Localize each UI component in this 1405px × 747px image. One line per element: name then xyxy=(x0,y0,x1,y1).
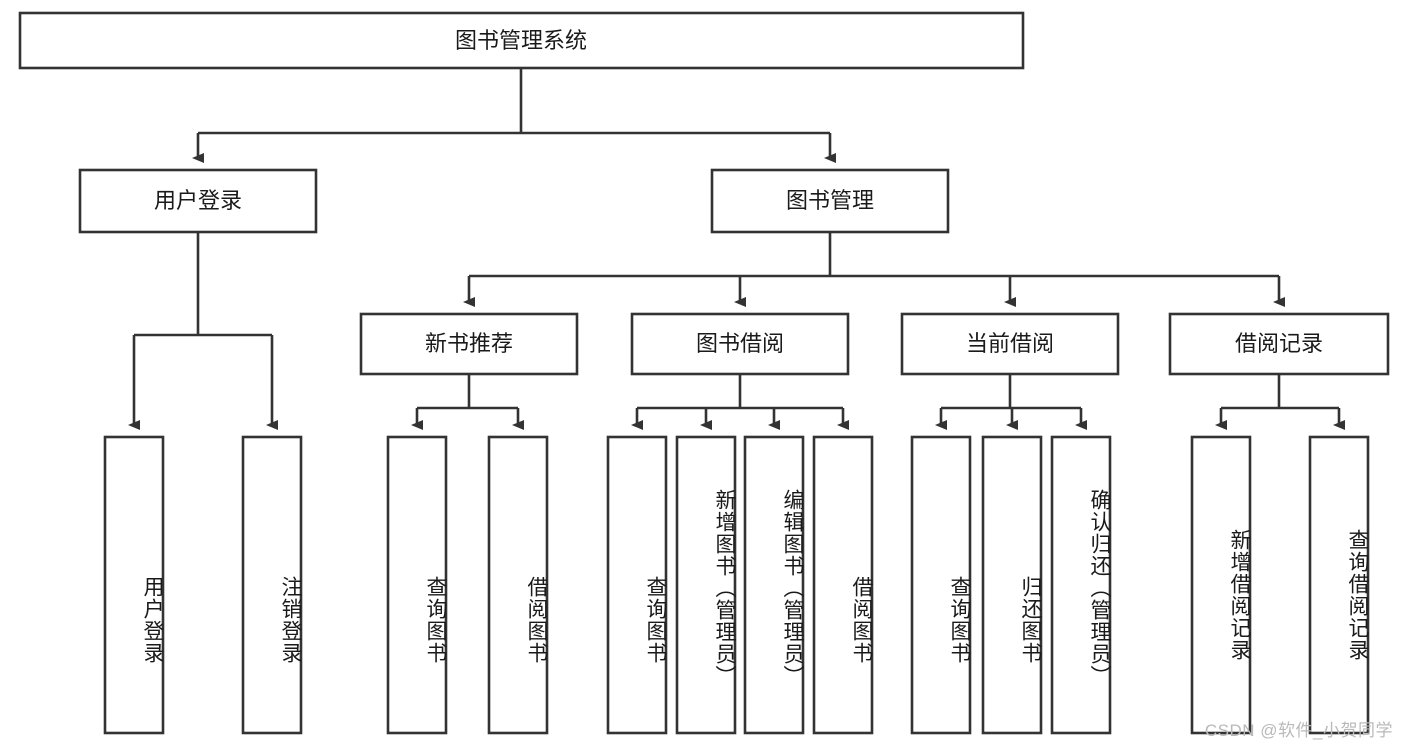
node-book-management-label: 图书管理 xyxy=(786,188,874,213)
leaf-borrow-book-2-box[interactable] xyxy=(812,435,874,735)
connector-group-borrow-records-to-leaves xyxy=(1215,374,1345,430)
node-book-borrow-box[interactable] xyxy=(630,312,850,376)
node-borrow-records-label: 借阅记录 xyxy=(1235,331,1323,356)
node-borrow-records[interactable]: 借阅记录 xyxy=(1168,312,1390,376)
leaf-borrow-book-1-box[interactable] xyxy=(487,435,549,735)
connector-group-book-management-to-level3 xyxy=(463,232,1285,307)
node-root[interactable]: 图书管理系统 xyxy=(18,11,1025,70)
leaf-boxes xyxy=(103,435,1370,735)
node-new-book-recommend-label: 新书推荐 xyxy=(425,331,513,356)
node-current-borrow-label: 当前借阅 xyxy=(966,331,1054,356)
node-borrow-records-box[interactable] xyxy=(1168,312,1390,376)
node-user-login-box[interactable] xyxy=(78,168,318,234)
leaf-add-record-box[interactable] xyxy=(1190,435,1252,735)
node-new-book-recommend[interactable]: 新书推荐 xyxy=(359,312,579,376)
node-root-box[interactable] xyxy=(18,11,1025,70)
node-current-borrow-box[interactable] xyxy=(900,312,1120,376)
node-new-book-recommend-box[interactable] xyxy=(359,312,579,376)
leaf-edit-book-box[interactable] xyxy=(743,435,805,735)
leaf-query-book-3-box[interactable] xyxy=(910,435,972,735)
node-root-label: 图书管理系统 xyxy=(455,28,587,53)
node-book-management[interactable]: 图书管理 xyxy=(710,168,950,234)
leaf-logout-box[interactable] xyxy=(241,435,303,735)
connector-group-book-borrow-to-leaves xyxy=(631,374,849,430)
connector-group-current-borrow-to-leaves xyxy=(935,374,1087,430)
leaf-query-book-1-box[interactable] xyxy=(386,435,448,735)
node-user-login[interactable]: 用户登录 xyxy=(78,168,318,234)
leaf-return-book-box[interactable] xyxy=(981,435,1043,735)
leaf-query-record-box[interactable] xyxy=(1308,435,1370,735)
leaf-confirm-return-box[interactable] xyxy=(1050,435,1112,735)
connector-group-new-book-recommend-to-leaves xyxy=(411,374,524,430)
connector-group-root-to-level2 xyxy=(192,68,836,163)
leaf-user-login-box[interactable] xyxy=(103,435,165,735)
node-book-borrow-label: 图书借阅 xyxy=(696,331,784,356)
connector-group-user-login-to-leaves xyxy=(128,232,278,430)
leaf-add-book-box[interactable] xyxy=(675,435,737,735)
csdn-watermark: CSDN @软件_小贺同学 xyxy=(1204,721,1393,740)
node-current-borrow[interactable]: 当前借阅 xyxy=(900,312,1120,376)
node-book-borrow[interactable]: 图书借阅 xyxy=(630,312,850,376)
node-user-login-label: 用户登录 xyxy=(154,188,242,213)
node-book-management-box[interactable] xyxy=(710,168,950,234)
leaf-query-book-2-box[interactable] xyxy=(606,435,668,735)
